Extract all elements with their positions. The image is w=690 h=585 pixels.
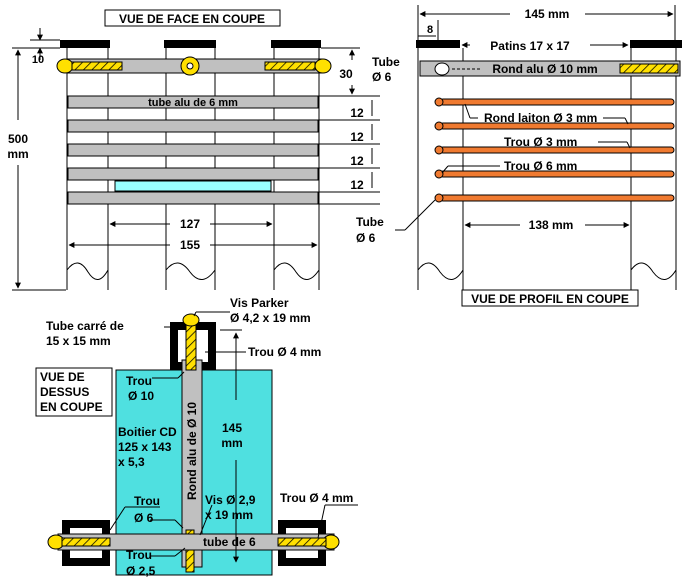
top-title-3: EN COUPE bbox=[40, 400, 103, 414]
pad-center bbox=[164, 40, 216, 48]
trou-6-top-label-b: Ø 6 bbox=[134, 511, 154, 525]
vis-29-label-b: x 19 mm bbox=[205, 508, 253, 522]
vis-parker-shank bbox=[185, 321, 197, 371]
trou-4-right-label: Trou Ø 4 mm bbox=[280, 491, 353, 505]
dim-8: 8 bbox=[427, 24, 433, 36]
profile-title: VUE DE PROFIL EN COUPE bbox=[471, 292, 629, 306]
trou-6-top-label-a: Trou bbox=[134, 494, 160, 508]
brass-end-4 bbox=[434, 169, 444, 179]
brass-end-5 bbox=[434, 193, 444, 203]
dim-12-lines bbox=[318, 95, 380, 205]
dim-145-top-unit: mm bbox=[221, 436, 242, 450]
tube-carre-label-a: Tube carré de bbox=[46, 319, 124, 333]
tube-top-label-b: Ø 6 bbox=[372, 70, 392, 84]
patins-label: Patins 17 x 17 bbox=[490, 39, 570, 53]
bottom-screw-left bbox=[61, 537, 111, 547]
profile-tube-hole bbox=[434, 62, 450, 76]
front-screw-head-left bbox=[56, 58, 74, 74]
dim-127: 127 bbox=[180, 217, 200, 231]
dim-30: 30 bbox=[339, 67, 353, 81]
profile-screw bbox=[619, 63, 679, 74]
brass-end-2 bbox=[434, 121, 444, 131]
boitier-label-3: x 5,3 bbox=[118, 455, 145, 469]
front-screw-head-right bbox=[314, 58, 332, 74]
trou-10-label-b: Ø 10 bbox=[128, 389, 154, 403]
dim-155: 155 bbox=[180, 238, 200, 252]
rond-alu-vertical: Rond alu de Ø 10 bbox=[185, 402, 199, 500]
profile-outlines bbox=[417, 48, 677, 290]
front-tube-2 bbox=[67, 119, 319, 133]
top-title-box bbox=[35, 367, 113, 417]
tube-top-label-a: Tube bbox=[372, 55, 400, 69]
brass-end-3 bbox=[434, 145, 444, 155]
brass-rod-5 bbox=[439, 194, 675, 202]
boitier-label-2: 125 x 143 bbox=[118, 440, 172, 454]
dim-10: 10 bbox=[32, 54, 44, 66]
front-title-box bbox=[104, 9, 281, 27]
rond-alu-label: Rond alu Ø 10 mm bbox=[492, 62, 597, 76]
tube-carre-label-b: 15 x 15 mm bbox=[46, 334, 111, 348]
dim-500-lines bbox=[12, 47, 66, 291]
top-view: VUE DE DESSUS EN COUPE Rond alu de Ø 10 … bbox=[35, 296, 358, 578]
front-tube-3 bbox=[67, 143, 319, 157]
profile-top-rod bbox=[419, 60, 681, 77]
trou-6-label: Trou Ø 6 mm bbox=[504, 159, 577, 173]
dim-145-profile: 145 mm bbox=[525, 7, 570, 21]
front-screw-right bbox=[264, 61, 316, 71]
dim-145-top-lines bbox=[220, 329, 242, 563]
vis-29-label-a: Vis Ø 2,9 bbox=[205, 493, 256, 507]
trou-25-label-b: Ø 2,5 bbox=[126, 564, 156, 578]
trou-10-label-a: Trou bbox=[126, 374, 152, 388]
rond-laiton-label: Rond laiton Ø 3 mm bbox=[484, 111, 597, 125]
dim-12-1: 12 bbox=[350, 106, 364, 120]
pad-left bbox=[60, 40, 110, 48]
vis-parker-label-b: Ø 4,2 x 19 mm bbox=[230, 311, 311, 325]
bottom-screw-right bbox=[277, 537, 327, 547]
front-cd-disc bbox=[114, 180, 272, 192]
trou-4-top-label: Trou Ø 4 mm bbox=[248, 345, 321, 359]
front-title: VUE DE FACE EN COUPE bbox=[119, 12, 265, 26]
front-screw-left bbox=[71, 61, 123, 71]
front-tube-4 bbox=[67, 167, 319, 181]
dim-500-value: 500 bbox=[8, 132, 28, 146]
tube-de-6: tube de 6 bbox=[203, 535, 256, 549]
front-tube-1 bbox=[67, 95, 319, 109]
profile-title-box bbox=[461, 289, 639, 307]
top-title-2: DESSUS bbox=[40, 385, 89, 399]
tube-bot-label-a: Tube bbox=[356, 215, 384, 229]
front-tube-label: tube alu de 6 mm bbox=[148, 97, 238, 109]
top-title-1: VUE DE bbox=[40, 370, 85, 384]
dim-145-profile-lines bbox=[417, 5, 676, 45]
brass-rod-1 bbox=[439, 98, 675, 106]
profile-pad-left bbox=[416, 40, 460, 48]
top-leaders bbox=[109, 311, 358, 557]
front-tube-5 bbox=[67, 191, 319, 205]
dim-138: 138 mm bbox=[529, 218, 574, 232]
front-center-hole bbox=[186, 62, 194, 70]
dim-500-unit: mm bbox=[7, 147, 28, 161]
profile-pad-right bbox=[630, 40, 682, 48]
dim-145-top-value: 145 bbox=[222, 421, 242, 435]
dim-12-4: 12 bbox=[350, 178, 364, 192]
boitier-label-1: Boitier CD bbox=[118, 425, 177, 439]
profile-view: 145 mm 8 Patins 17 x 17 Rond bbox=[356, 5, 682, 307]
vis-parker-head bbox=[182, 313, 200, 327]
profile-leaders bbox=[395, 103, 631, 231]
small-screw-shank bbox=[185, 529, 195, 573]
dim-12-3: 12 bbox=[350, 154, 364, 168]
trou-25-label-a: Trou bbox=[126, 548, 152, 562]
pad-right bbox=[271, 40, 321, 48]
brass-end-1 bbox=[434, 97, 444, 107]
tube-bot-label-b: Ø 6 bbox=[356, 231, 376, 245]
vis-parker-label-a: Vis Parker bbox=[230, 296, 289, 310]
front-view: VUE DE FACE EN COUPE tube alu de 6 mm bbox=[7, 9, 380, 291]
dim-12-2: 12 bbox=[350, 130, 364, 144]
trou-3-label: Trou Ø 3 mm bbox=[504, 135, 577, 149]
